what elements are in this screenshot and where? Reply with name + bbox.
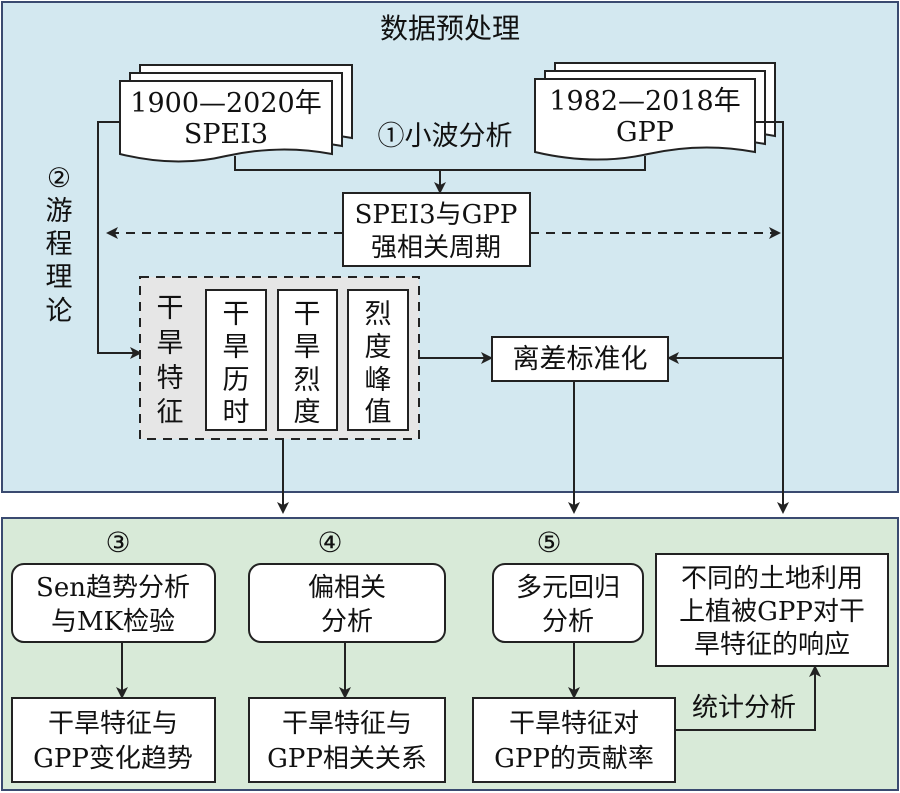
step-number-3: ③ xyxy=(105,526,130,559)
corr-result-box xyxy=(248,697,446,783)
corr-period-line2: 强相关周期 xyxy=(371,233,501,263)
trend-result-line1: 干旱特征与 xyxy=(48,709,178,739)
run-theory-char-2: 程 xyxy=(46,229,73,260)
intensity-box xyxy=(277,289,338,431)
drought-char-3: 特 xyxy=(157,363,184,394)
contrib-result-box xyxy=(472,697,676,783)
spei3-document-stack: 1900—2020年 SPEI3 xyxy=(119,64,353,163)
peak-char-3: 峰 xyxy=(365,365,392,396)
arrow-stats-to-landuse xyxy=(675,665,821,731)
partial-corr-box xyxy=(248,563,446,643)
run-theory-char-3: 理 xyxy=(46,262,73,293)
peak-char-4: 值 xyxy=(365,397,392,428)
preprocessing-title: 数据预处理 xyxy=(380,12,520,45)
connector-gpp-right xyxy=(755,121,789,514)
trend-result-line2: GPP变化趋势 xyxy=(33,744,193,774)
duration-box xyxy=(205,289,267,431)
regression-box xyxy=(492,563,644,643)
intensity-char-2: 旱 xyxy=(294,332,321,363)
trend-result-box xyxy=(11,697,216,783)
partial-corr-line1: 偏相关 xyxy=(308,573,386,603)
corr-result-line2: GPP相关关系 xyxy=(267,744,427,774)
gpp-label: GPP xyxy=(616,117,674,148)
wavelet-analysis-label: ①小波分析 xyxy=(378,121,513,152)
gpp-period: 1982—2018年 xyxy=(549,86,740,117)
drought-char-1: 干 xyxy=(157,293,184,324)
stats-analysis-label: 统计分析 xyxy=(692,693,796,723)
step-number-5: ⑤ xyxy=(536,526,561,559)
landuse-line3: 旱特征的响应 xyxy=(694,630,850,660)
sen-mk-box xyxy=(11,563,216,643)
duration-char-4: 时 xyxy=(223,397,250,428)
landuse-response-box xyxy=(655,553,889,667)
contrib-result-line1: 干旱特征对 xyxy=(509,709,639,739)
regression-line2: 分析 xyxy=(542,607,594,637)
gpp-document-stack: 1982—2018年 GPP xyxy=(534,62,776,161)
spei3-label: SPEI3 xyxy=(184,119,268,150)
peak-char-1: 烈 xyxy=(365,299,392,330)
peak-char-2: 度 xyxy=(365,332,392,363)
corr-period-line1: SPEI3与GPP xyxy=(355,200,518,230)
drought-char-2: 旱 xyxy=(157,328,184,359)
drought-char-4: 征 xyxy=(157,397,184,428)
intensity-char-1: 干 xyxy=(294,299,321,330)
standardize-label: 离差标准化 xyxy=(513,344,648,375)
intensity-char-3: 烈 xyxy=(294,365,321,396)
corr-result-line1: 干旱特征与 xyxy=(282,709,412,739)
step-number-4: ④ xyxy=(317,526,342,559)
duration-char-3: 历 xyxy=(223,365,250,396)
run-theory-char-4: 论 xyxy=(46,296,73,327)
regression-line1: 多元回归 xyxy=(516,573,620,603)
partial-corr-line2: 分析 xyxy=(321,607,373,637)
landuse-line2: 上植被GPP对干 xyxy=(679,597,865,627)
sen-mk-line2: 与MK检验 xyxy=(51,607,175,637)
contrib-result-line2: GPP的贡献率 xyxy=(494,744,654,774)
run-theory-char-1: 游 xyxy=(46,196,73,227)
standardize-box xyxy=(491,336,669,382)
intensity-char-4: 度 xyxy=(294,397,321,428)
corr-period-box xyxy=(342,192,531,267)
connector-spei-to-drought xyxy=(97,121,142,359)
duration-char-1: 干 xyxy=(223,299,250,330)
landuse-line1: 不同的土地利用 xyxy=(681,564,863,594)
sen-mk-line1: Sen趋势分析 xyxy=(36,573,190,603)
spei3-period: 1900—2020年 xyxy=(130,88,321,119)
run-theory-number: ② xyxy=(47,163,71,194)
duration-char-2: 旱 xyxy=(223,332,250,363)
peak-box xyxy=(347,289,409,431)
